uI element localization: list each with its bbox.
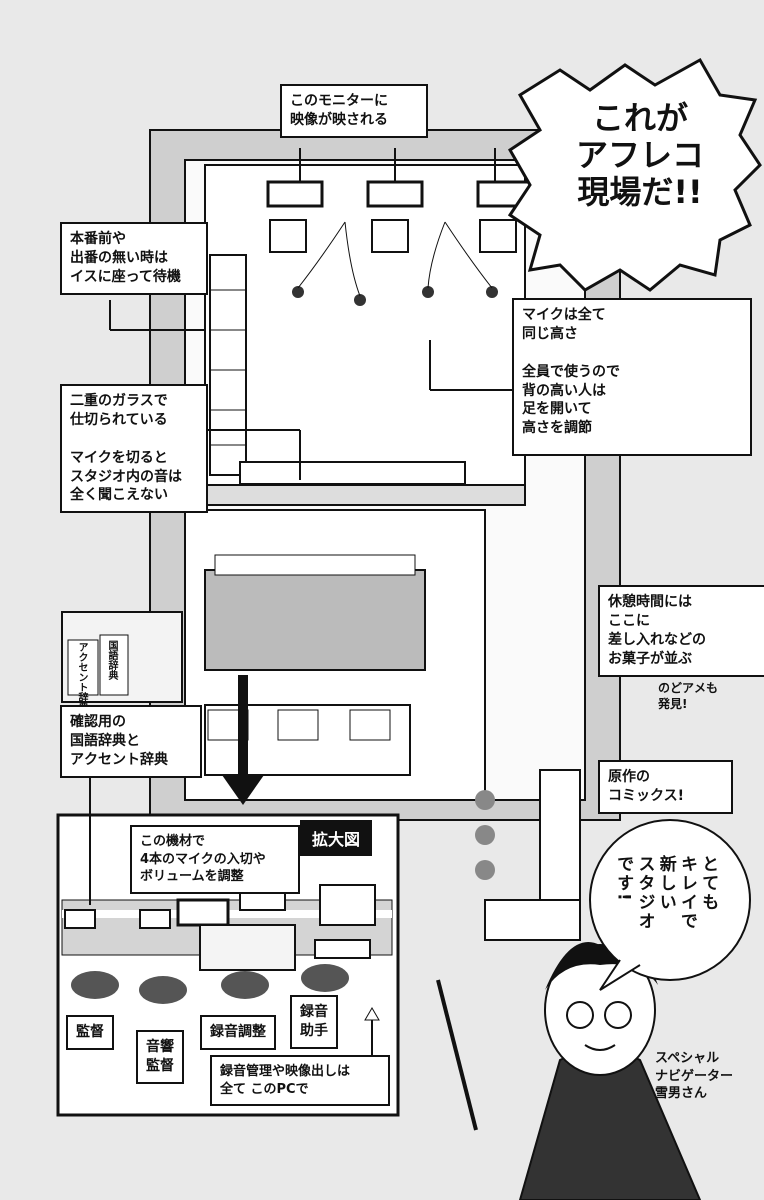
title-line-1: これが bbox=[591, 99, 688, 137]
speech-bubble bbox=[589, 819, 751, 981]
speech-line-3: 新しい bbox=[655, 855, 676, 912]
role-mixer: 録音調整 bbox=[200, 1015, 276, 1050]
navigator-illustration bbox=[518, 942, 702, 1200]
callout-monitor: このモニターに 映像が映される bbox=[280, 84, 428, 138]
role-sound-director: 音響 監督 bbox=[136, 1030, 184, 1084]
title-burst bbox=[507, 57, 762, 292]
book-1: 国語辞典 bbox=[106, 640, 117, 680]
speech-line-5: です! bbox=[613, 855, 634, 903]
callout-glass: 二重のガラスで 仕切られている マイクを切ると スタジオ内の音は 全く聞こえない bbox=[60, 384, 208, 514]
chairs bbox=[71, 964, 349, 1004]
speech-line-4: スタジオ bbox=[634, 855, 655, 931]
zoom-label: 拡大図 bbox=[300, 820, 373, 856]
control-desk bbox=[204, 569, 426, 671]
pointer-stick bbox=[436, 979, 478, 1131]
book-2: アクセント辞典 bbox=[76, 642, 87, 712]
title-line-3: 現場だ!! bbox=[577, 172, 703, 211]
waiting-bench bbox=[209, 254, 247, 476]
microphones bbox=[292, 286, 498, 306]
title-text: これが アフレコ 現場だ!! bbox=[565, 100, 715, 210]
monitors bbox=[266, 180, 534, 208]
title-line-2: アフレコ bbox=[575, 135, 704, 174]
speech-line-1: とても bbox=[698, 855, 719, 912]
role-assistant: 録音 助手 bbox=[290, 995, 338, 1049]
glass-divider bbox=[204, 484, 526, 506]
speech-text: とても キレイで 新しい スタジオ です! bbox=[612, 855, 718, 965]
callout-pc: 録音管理や映像出しは 全て このPCで bbox=[210, 1055, 390, 1107]
recording-booth bbox=[204, 164, 526, 496]
role-director: 監督 bbox=[66, 1015, 114, 1050]
callout-dictionary: 確認用の 国語辞典と アクセント辞典 bbox=[60, 705, 202, 778]
mixing-console bbox=[176, 884, 376, 971]
callout-mixer: この機材で 4本のマイクの入切や ボリュームを調整 bbox=[130, 825, 300, 894]
callout-break: 休憩時間には ここに 差し入れなどの お菓子が並ぶ bbox=[598, 585, 764, 677]
callout-waiting: 本番前や 出番の無い時は イスに座って待機 bbox=[60, 222, 208, 295]
navigator-caption: スペシャル ナビゲーター 雪男さん bbox=[655, 1051, 734, 1102]
callout-candy: のどアメも 発見! bbox=[658, 681, 719, 712]
callout-comics: 原作の コミックス! bbox=[598, 760, 733, 814]
callout-mic: マイクは全て 同じ高さ 全員で使うので 背の高い人は 足を開いて 高さを調節 bbox=[512, 298, 752, 456]
speech-line-2: キレイで bbox=[677, 855, 697, 931]
